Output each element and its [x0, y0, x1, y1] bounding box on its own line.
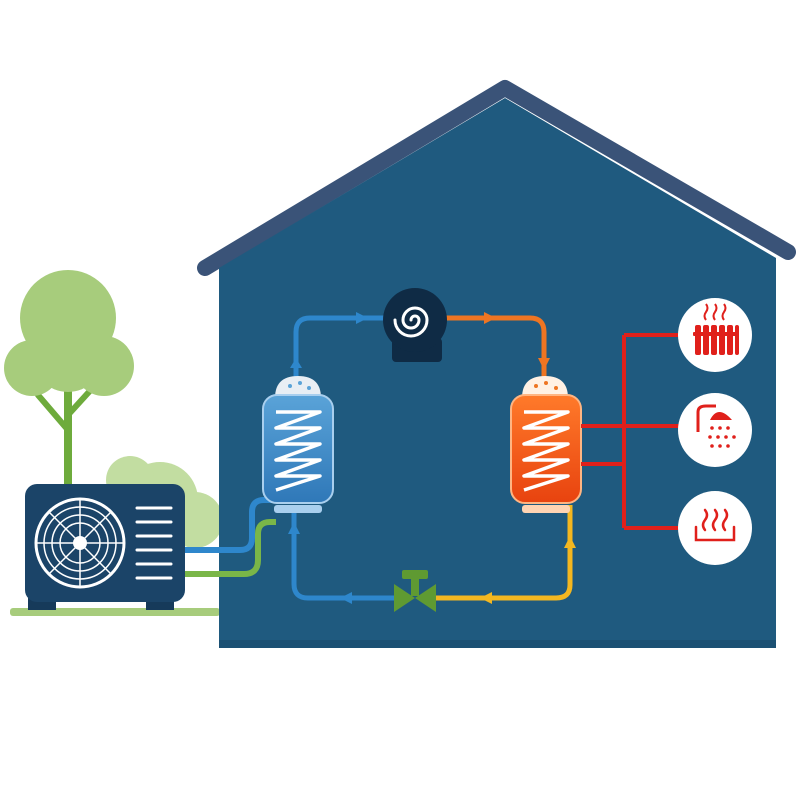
- tree-icon: [4, 270, 134, 490]
- radiator-icon: [693, 303, 739, 355]
- shower-icon: [696, 404, 736, 448]
- refrigerant-loop: [288, 312, 576, 604]
- evaporator: [262, 376, 334, 513]
- coil-icon: [274, 410, 322, 492]
- output-shower: [678, 393, 752, 467]
- house-roof-outline: [197, 80, 796, 276]
- vent-lines: [135, 506, 173, 580]
- pipe-valve-to-evap: [291, 512, 394, 601]
- pipe-condenser-to-valve: [436, 505, 573, 601]
- heat-distribution-pipes: [581, 333, 683, 530]
- outdoor-pipes: [182, 497, 276, 577]
- expansion-valve: [394, 570, 436, 612]
- pipe-compressor-to-condenser: [446, 315, 547, 378]
- house-body: [219, 98, 776, 648]
- outdoor-unit: [25, 484, 185, 610]
- coil-icon: [522, 410, 570, 492]
- floor-heating-icon: [694, 508, 736, 542]
- spiral-icon: [393, 306, 429, 338]
- fan-icon: [34, 497, 126, 589]
- condenser: [510, 376, 582, 513]
- valve-icon: [394, 570, 436, 612]
- output-floor-heating: [678, 491, 752, 565]
- house: [197, 80, 796, 648]
- compressor: [383, 288, 447, 362]
- pipe-evap-to-compressor: [293, 315, 384, 378]
- output-radiator: [678, 298, 752, 372]
